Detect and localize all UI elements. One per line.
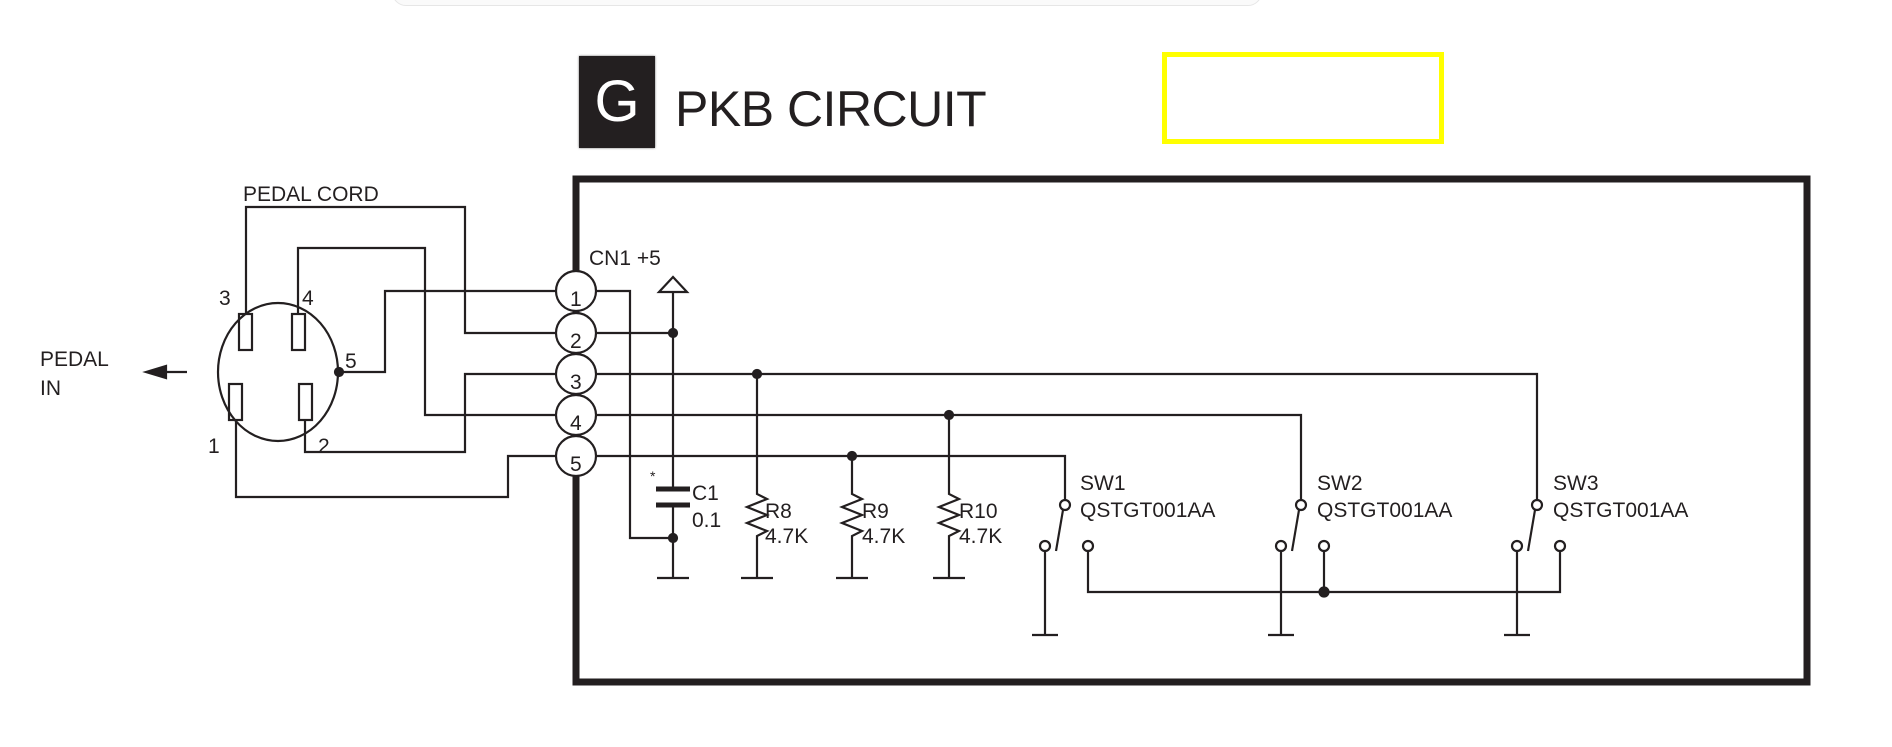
c1-polarity-mark: *: [650, 468, 656, 484]
cn1-pin-label-2: 2: [570, 330, 582, 353]
cord-wire-5: [339, 289, 558, 374]
r10-value: 4.7K: [959, 525, 1002, 548]
section-letter: G: [594, 69, 640, 134]
net-pin5-sw1: [596, 454, 1067, 501]
junction-c1-ground: [667, 532, 679, 544]
plug-pin-label-2: 2: [318, 435, 330, 458]
sw2-ref: SW2: [1317, 472, 1363, 495]
page-title: PKB CIRCUIT: [675, 81, 987, 137]
pedal-cord-label: PEDAL CORD: [243, 183, 379, 206]
plug-pin-label-5: 5: [345, 350, 357, 373]
plug-pin-4: [290, 312, 307, 352]
sw3-ref: SW3: [1553, 472, 1599, 495]
cord-wire-4: [296, 246, 558, 417]
pcb-board-outline: [572, 175, 1811, 686]
cn1-pin-label-1: 1: [570, 288, 582, 311]
r8-resistor-icon: [744, 374, 770, 578]
pedal-in-arrow-icon: [142, 364, 168, 380]
plug-pin-label-3: 3: [219, 287, 231, 310]
cn1-pin-label-5: 5: [570, 453, 582, 476]
supply-label: +5: [637, 247, 661, 270]
cn1-ref: CN1: [589, 247, 631, 270]
highlight-box: [1162, 52, 1444, 144]
junction-pin2: [667, 327, 679, 339]
r8-value: 4.7K: [765, 525, 808, 548]
c1-value: 0.1: [692, 509, 721, 532]
plug-pin-label-1: 1: [208, 435, 220, 458]
net-pin3-sw3: [596, 372, 1539, 501]
sw2-part: QSTGT001AA: [1317, 499, 1452, 522]
pedal-in-label-line1: PEDAL: [40, 348, 109, 371]
c1-ref: C1: [692, 482, 719, 505]
sw3-part: QSTGT001AA: [1553, 499, 1688, 522]
pedal-in-label-line2: IN: [40, 377, 61, 400]
cord-wire-2: [303, 372, 558, 454]
net-pin4-sw2: [596, 413, 1303, 501]
plug-pin-label-4: 4: [302, 287, 314, 310]
r10-resistor-icon: [936, 415, 962, 578]
r10-ref: R10: [959, 500, 998, 523]
cn1-pin-label-3: 3: [570, 371, 582, 394]
junction-switch-bus: [1318, 586, 1330, 598]
plug-pin-3: [237, 312, 254, 352]
cn1-pin-label-4: 4: [570, 412, 582, 435]
section-letter-badge: G: [579, 56, 655, 148]
r8-ref: R8: [765, 500, 792, 523]
plug-pin-2: [297, 382, 314, 422]
r9-value: 4.7K: [862, 525, 905, 548]
r9-ref: R9: [862, 500, 889, 523]
r9-resistor-icon: [839, 456, 865, 578]
cord-wire-1: [234, 420, 558, 499]
supply-plus5-icon: [656, 275, 690, 294]
sw1-ref: SW1: [1080, 472, 1126, 495]
cn1-ref-label: CN1 +5: [589, 247, 661, 270]
cord-wire-3: [244, 205, 558, 335]
sw1-part: QSTGT001AA: [1080, 499, 1215, 522]
